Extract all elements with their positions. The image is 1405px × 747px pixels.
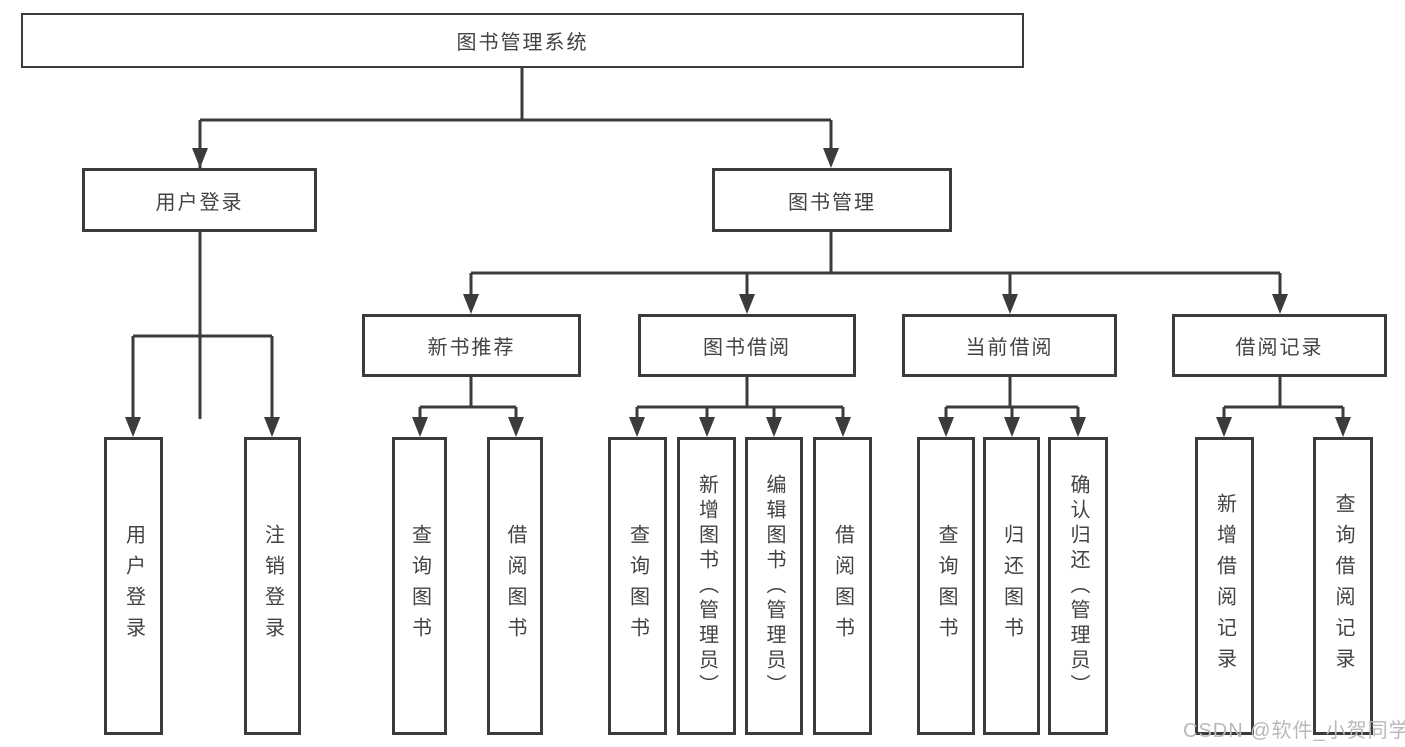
leaf-return-books: 归还图书: [983, 437, 1040, 735]
leaf-label: 借阅图书: [831, 524, 854, 648]
leaf-borrow-books-borrowing: 借阅图书: [813, 437, 872, 735]
node-new-book-recommend: 新书推荐: [362, 314, 581, 377]
leaf-label: 查询图书: [935, 524, 957, 648]
leaf-label: 归还图书: [1000, 524, 1023, 648]
leaf-label: 新增借阅记录: [1213, 493, 1236, 679]
leaf-label: 新增图书（管理员）: [695, 473, 718, 699]
leaf-label: 用户登录: [122, 524, 145, 648]
node-user-login: 用户登录: [82, 168, 317, 232]
leaf-query-borrow-record: 查询借阅记录: [1313, 437, 1373, 735]
leaf-label: 查询借阅记录: [1332, 493, 1354, 679]
leaf-add-book-admin: 新增图书（管理员）: [677, 437, 736, 735]
csdn-watermark: CSDN @软件_小贺同学: [1183, 720, 1405, 742]
node-book-management: 图书管理: [712, 168, 952, 232]
leaf-query-books-recommend: 查询图书: [392, 437, 447, 735]
node-book-borrowing: 图书借阅: [638, 314, 856, 377]
leaf-label: 编辑图书（管理员）: [763, 473, 785, 699]
leaf-edit-book-admin: 编辑图书（管理员）: [745, 437, 803, 735]
leaf-borrow-books-recommend: 借阅图书: [487, 437, 543, 735]
node-library-management-system: 图书管理系统: [21, 13, 1024, 68]
leaf-label: 查询图书: [408, 524, 431, 648]
leaf-label: 查询图书: [626, 524, 649, 648]
leaf-label: 借阅图书: [504, 524, 526, 648]
leaf-query-books-current: 查询图书: [917, 437, 975, 735]
leaf-confirm-return-admin: 确认归还（管理员）: [1048, 437, 1108, 735]
leaf-logout-login: 注销登录: [244, 437, 301, 735]
leaf-label: 注销登录: [261, 524, 284, 648]
leaf-add-borrow-record: 新增借阅记录: [1195, 437, 1254, 735]
leaf-label: 确认归还（管理员）: [1067, 473, 1089, 699]
leaf-user-login: 用户登录: [104, 437, 163, 735]
node-current-borrowing: 当前借阅: [902, 314, 1117, 377]
node-borrowing-records: 借阅记录: [1172, 314, 1387, 377]
leaf-query-books-borrowing: 查询图书: [608, 437, 667, 735]
